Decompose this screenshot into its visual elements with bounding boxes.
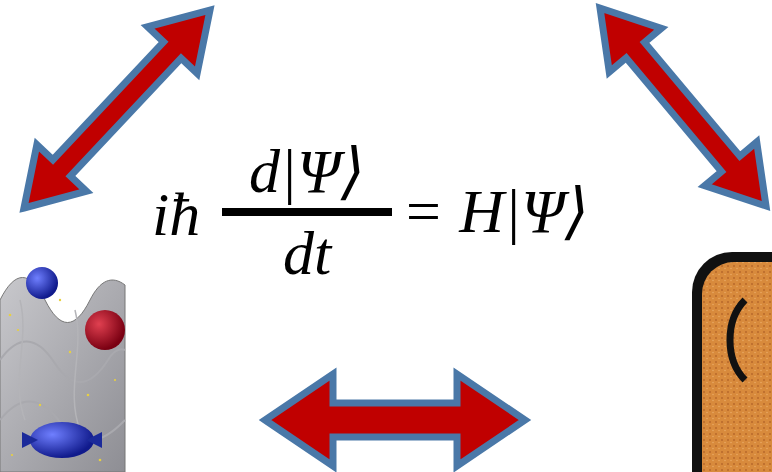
orange-object — [692, 252, 772, 472]
equation-part: d|Ψ⟩ — [249, 140, 365, 202]
double-arrow — [600, 8, 766, 206]
equation-part: iħ — [152, 183, 200, 245]
double-arrows — [24, 8, 766, 466]
fraction-bar — [222, 208, 392, 216]
equation-part: = H|Ψ⟩ — [402, 180, 589, 242]
double-arrow — [24, 10, 210, 208]
equation-part: dt — [283, 222, 331, 284]
lattice-picture — [0, 265, 125, 472]
double-arrow — [265, 374, 525, 466]
